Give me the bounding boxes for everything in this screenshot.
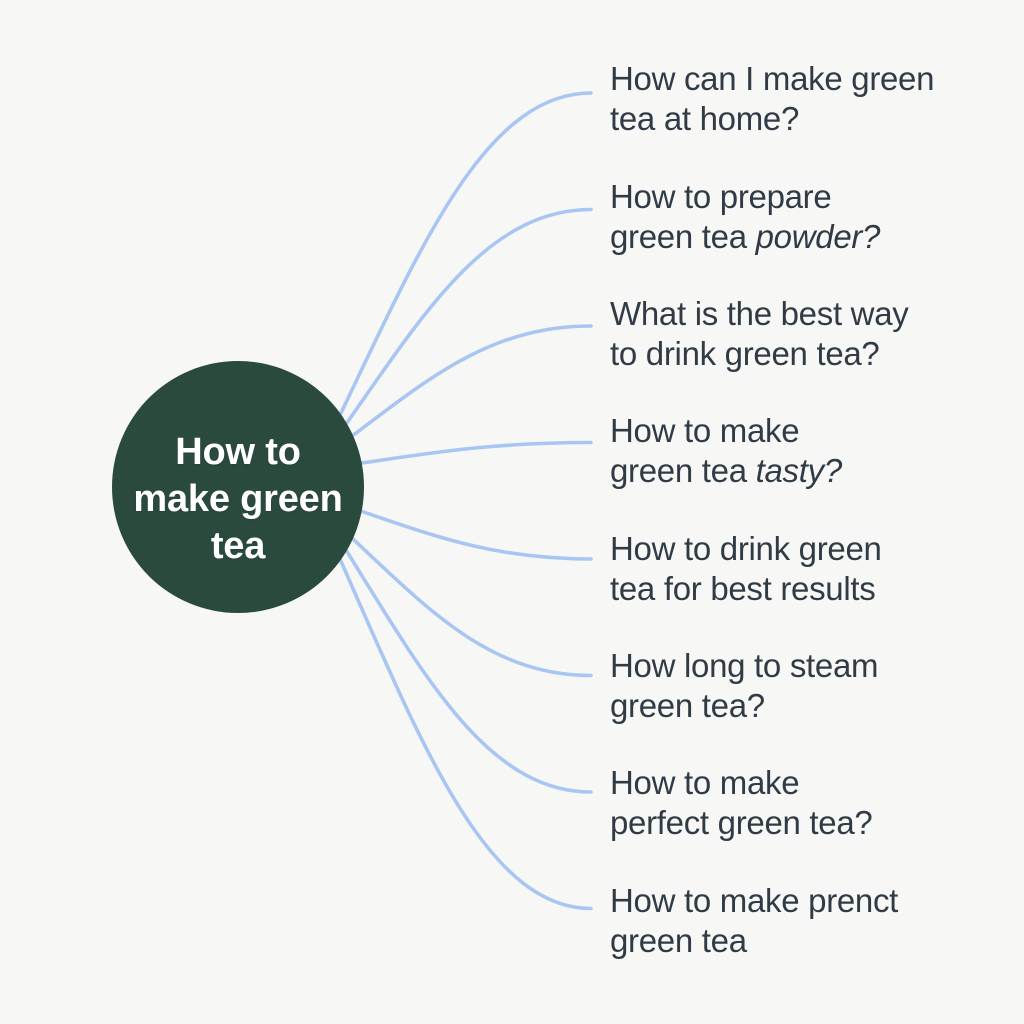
branch-label-line: green tea <box>610 921 898 961</box>
branch-label-segment: How to make prenct <box>610 881 899 919</box>
branch-label-segment: green tea <box>610 452 756 490</box>
center-title-line: tea <box>210 525 266 567</box>
center-title-line: How to <box>175 431 301 473</box>
branch-curve <box>349 535 593 678</box>
branch-label-line: green tea tasty? <box>610 451 842 491</box>
branch-label-segment: How to prepare <box>610 177 832 215</box>
branch-label-segment: green tea? <box>610 687 765 724</box>
branch-label-line: How to make <box>610 411 842 451</box>
branch-label-segment: What is the best way <box>610 295 909 333</box>
branch-curve <box>337 91 593 418</box>
branch-label-line: How to drink green <box>610 529 882 569</box>
branch-label-line: tea at home? <box>610 99 934 139</box>
branch-curve <box>357 508 593 561</box>
branch-curve <box>357 440 593 466</box>
branch-label-line: green tea? <box>610 686 878 726</box>
branch-label-segment: How to make <box>610 764 800 802</box>
branch-curve <box>337 556 593 911</box>
center-node-label: How to make green tea <box>88 429 388 570</box>
branch-label-segment: green tea <box>610 217 756 255</box>
branch-label-italic-segment: powder? <box>755 217 881 255</box>
branch-label-line: How to make prenct <box>610 881 898 921</box>
branch-label-italic-segment: tasty? <box>755 452 843 490</box>
branch-label-segment: perfect green tea? <box>610 804 873 842</box>
branch-label-segment: How long to steam <box>610 647 879 684</box>
branch-label-segment: How to make <box>610 412 800 450</box>
branch-label-line: How can I make green <box>610 59 934 99</box>
branch-label-line: green tea powder? <box>610 217 880 257</box>
branch-label-segment: tea for best results <box>610 569 876 607</box>
branch-curve <box>343 547 593 794</box>
branch-curve <box>343 207 593 427</box>
branch-label-line: What is the best way <box>610 294 909 334</box>
branch-label-segment: How to drink green <box>610 529 882 567</box>
branch-label-line: tea for best results <box>610 569 882 609</box>
branch-label-segment: to drink green tea? <box>610 335 880 373</box>
center-title-line: make green <box>133 478 343 520</box>
branch-label-line: How to make <box>610 763 872 803</box>
branch-label-segment: How can I make green <box>610 60 935 98</box>
branch-label-segment: tea at home? <box>610 100 800 138</box>
branch-label-line: perfect green tea? <box>610 803 873 843</box>
branch-label-line: to drink green tea? <box>610 334 908 374</box>
branch-curve <box>349 324 593 439</box>
branch-label-segment: green tea <box>610 921 747 959</box>
branch-label-line: How to prepare <box>610 177 880 217</box>
center-node <box>112 361 364 613</box>
branch-label-line: How long to steam <box>610 646 879 686</box>
